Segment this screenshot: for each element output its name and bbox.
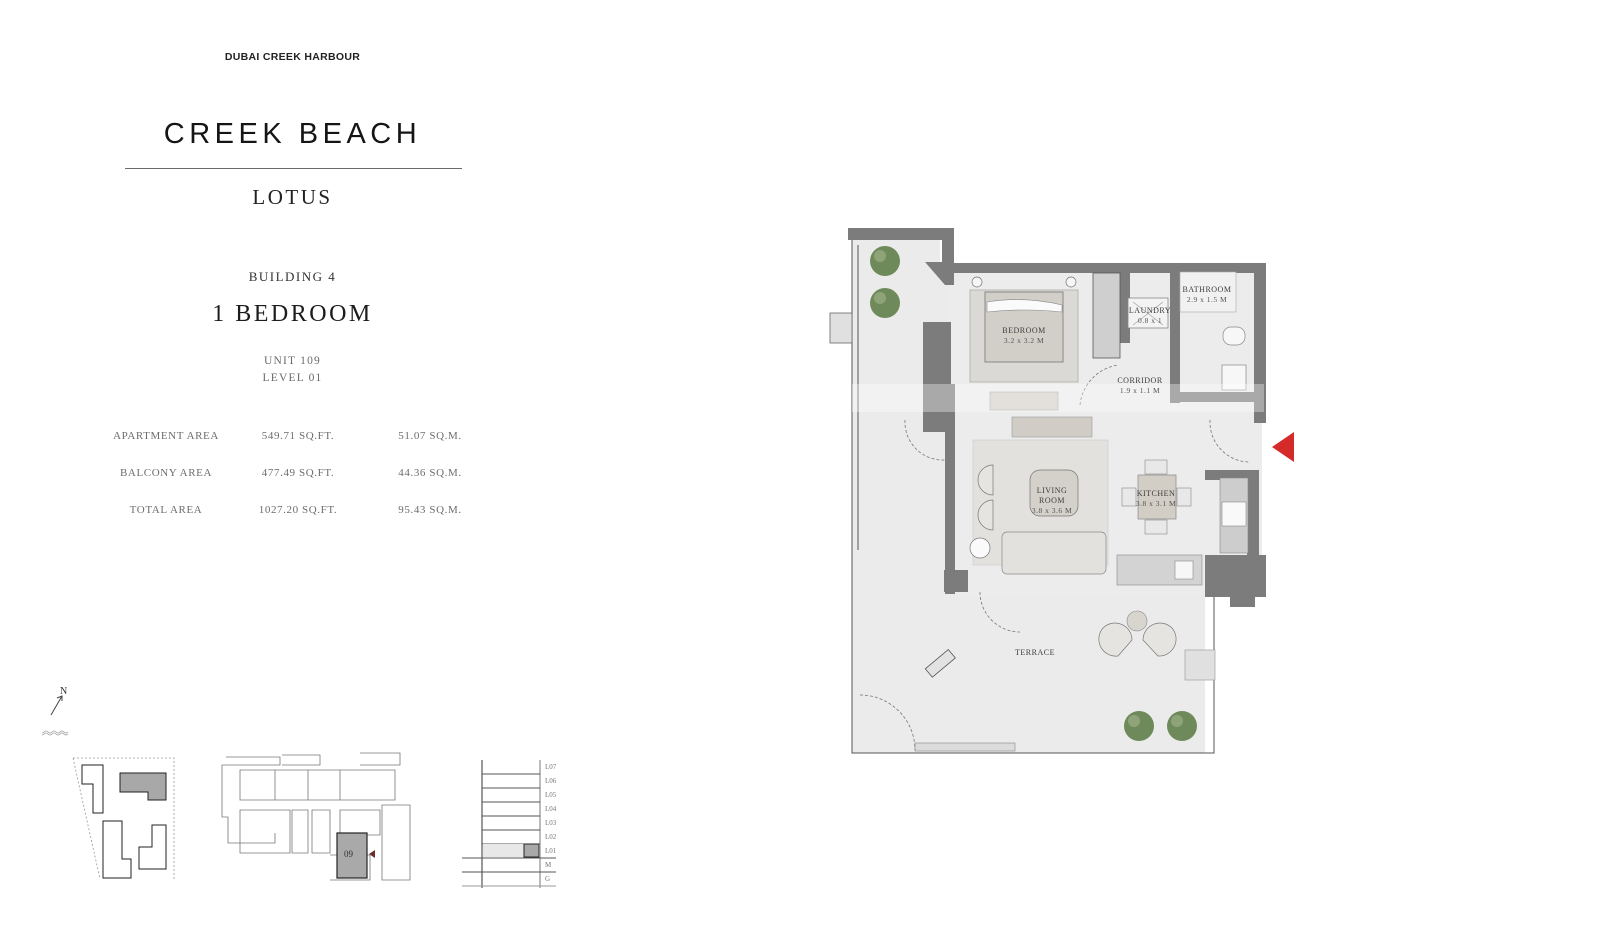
collection-name: LOTUS — [252, 185, 333, 209]
entrance-arrow-icon — [1272, 432, 1294, 462]
north-arrow-icon: N — [35, 682, 82, 742]
area-label: APARTMENT AREA — [113, 430, 219, 442]
level-indicator: L07 L06 L05 L04 L03 L02 L01 M G — [460, 760, 570, 890]
building-label: BUILDING 4 — [248, 269, 337, 284]
entrance-marker-icon — [369, 850, 375, 858]
area-sqm: 44.36 SQ.M. — [398, 467, 462, 479]
area-sqft: 1027.20 SQ.FT. — [258, 504, 338, 516]
area-label: TOTAL AREA — [129, 504, 203, 516]
building-highlight — [119, 772, 167, 801]
key-plan: 09 — [220, 745, 415, 885]
area-row-total: TOTAL AREA 1027.20 SQ.FT. 95.43 SQ.M. — [100, 504, 480, 541]
area-sqft: 549.71 SQ.FT. — [261, 430, 335, 442]
room-terrace: TERRACE — [1015, 648, 1055, 657]
north-label: N — [60, 686, 67, 697]
area-label: BALCONY AREA — [119, 467, 213, 479]
unit-highlight — [336, 832, 368, 879]
title-divider — [125, 168, 462, 169]
current-level-marker — [523, 843, 540, 858]
area-row-apartment: APARTMENT AREA 549.71 SQ.FT. 51.07 SQ.M. — [100, 430, 480, 467]
area-sqm: 51.07 SQ.M. — [398, 430, 462, 442]
area-sqm: 95.43 SQ.M. — [398, 504, 462, 516]
unit-number: UNIT 109 — [264, 355, 321, 367]
developer-brand: DUBAI CREEK HARBOUR — [224, 51, 361, 63]
area-table: APARTMENT AREA 549.71 SQ.FT. 51.07 SQ.M.… — [100, 430, 480, 541]
site-plan — [70, 755, 180, 880]
area-row-balcony: BALCONY AREA 477.49 SQ.FT. 44.36 SQ.M. — [100, 467, 480, 504]
project-title: CREEK BEACH — [163, 118, 422, 150]
unit-type: 1 BEDROOM — [212, 301, 373, 327]
area-sqft: 477.49 SQ.FT. — [261, 467, 335, 479]
svg-text:09: 09 — [344, 849, 354, 859]
unit-level: LEVEL 01 — [262, 372, 323, 384]
unit-info: UNIT 109 LEVEL 01 — [120, 353, 465, 387]
